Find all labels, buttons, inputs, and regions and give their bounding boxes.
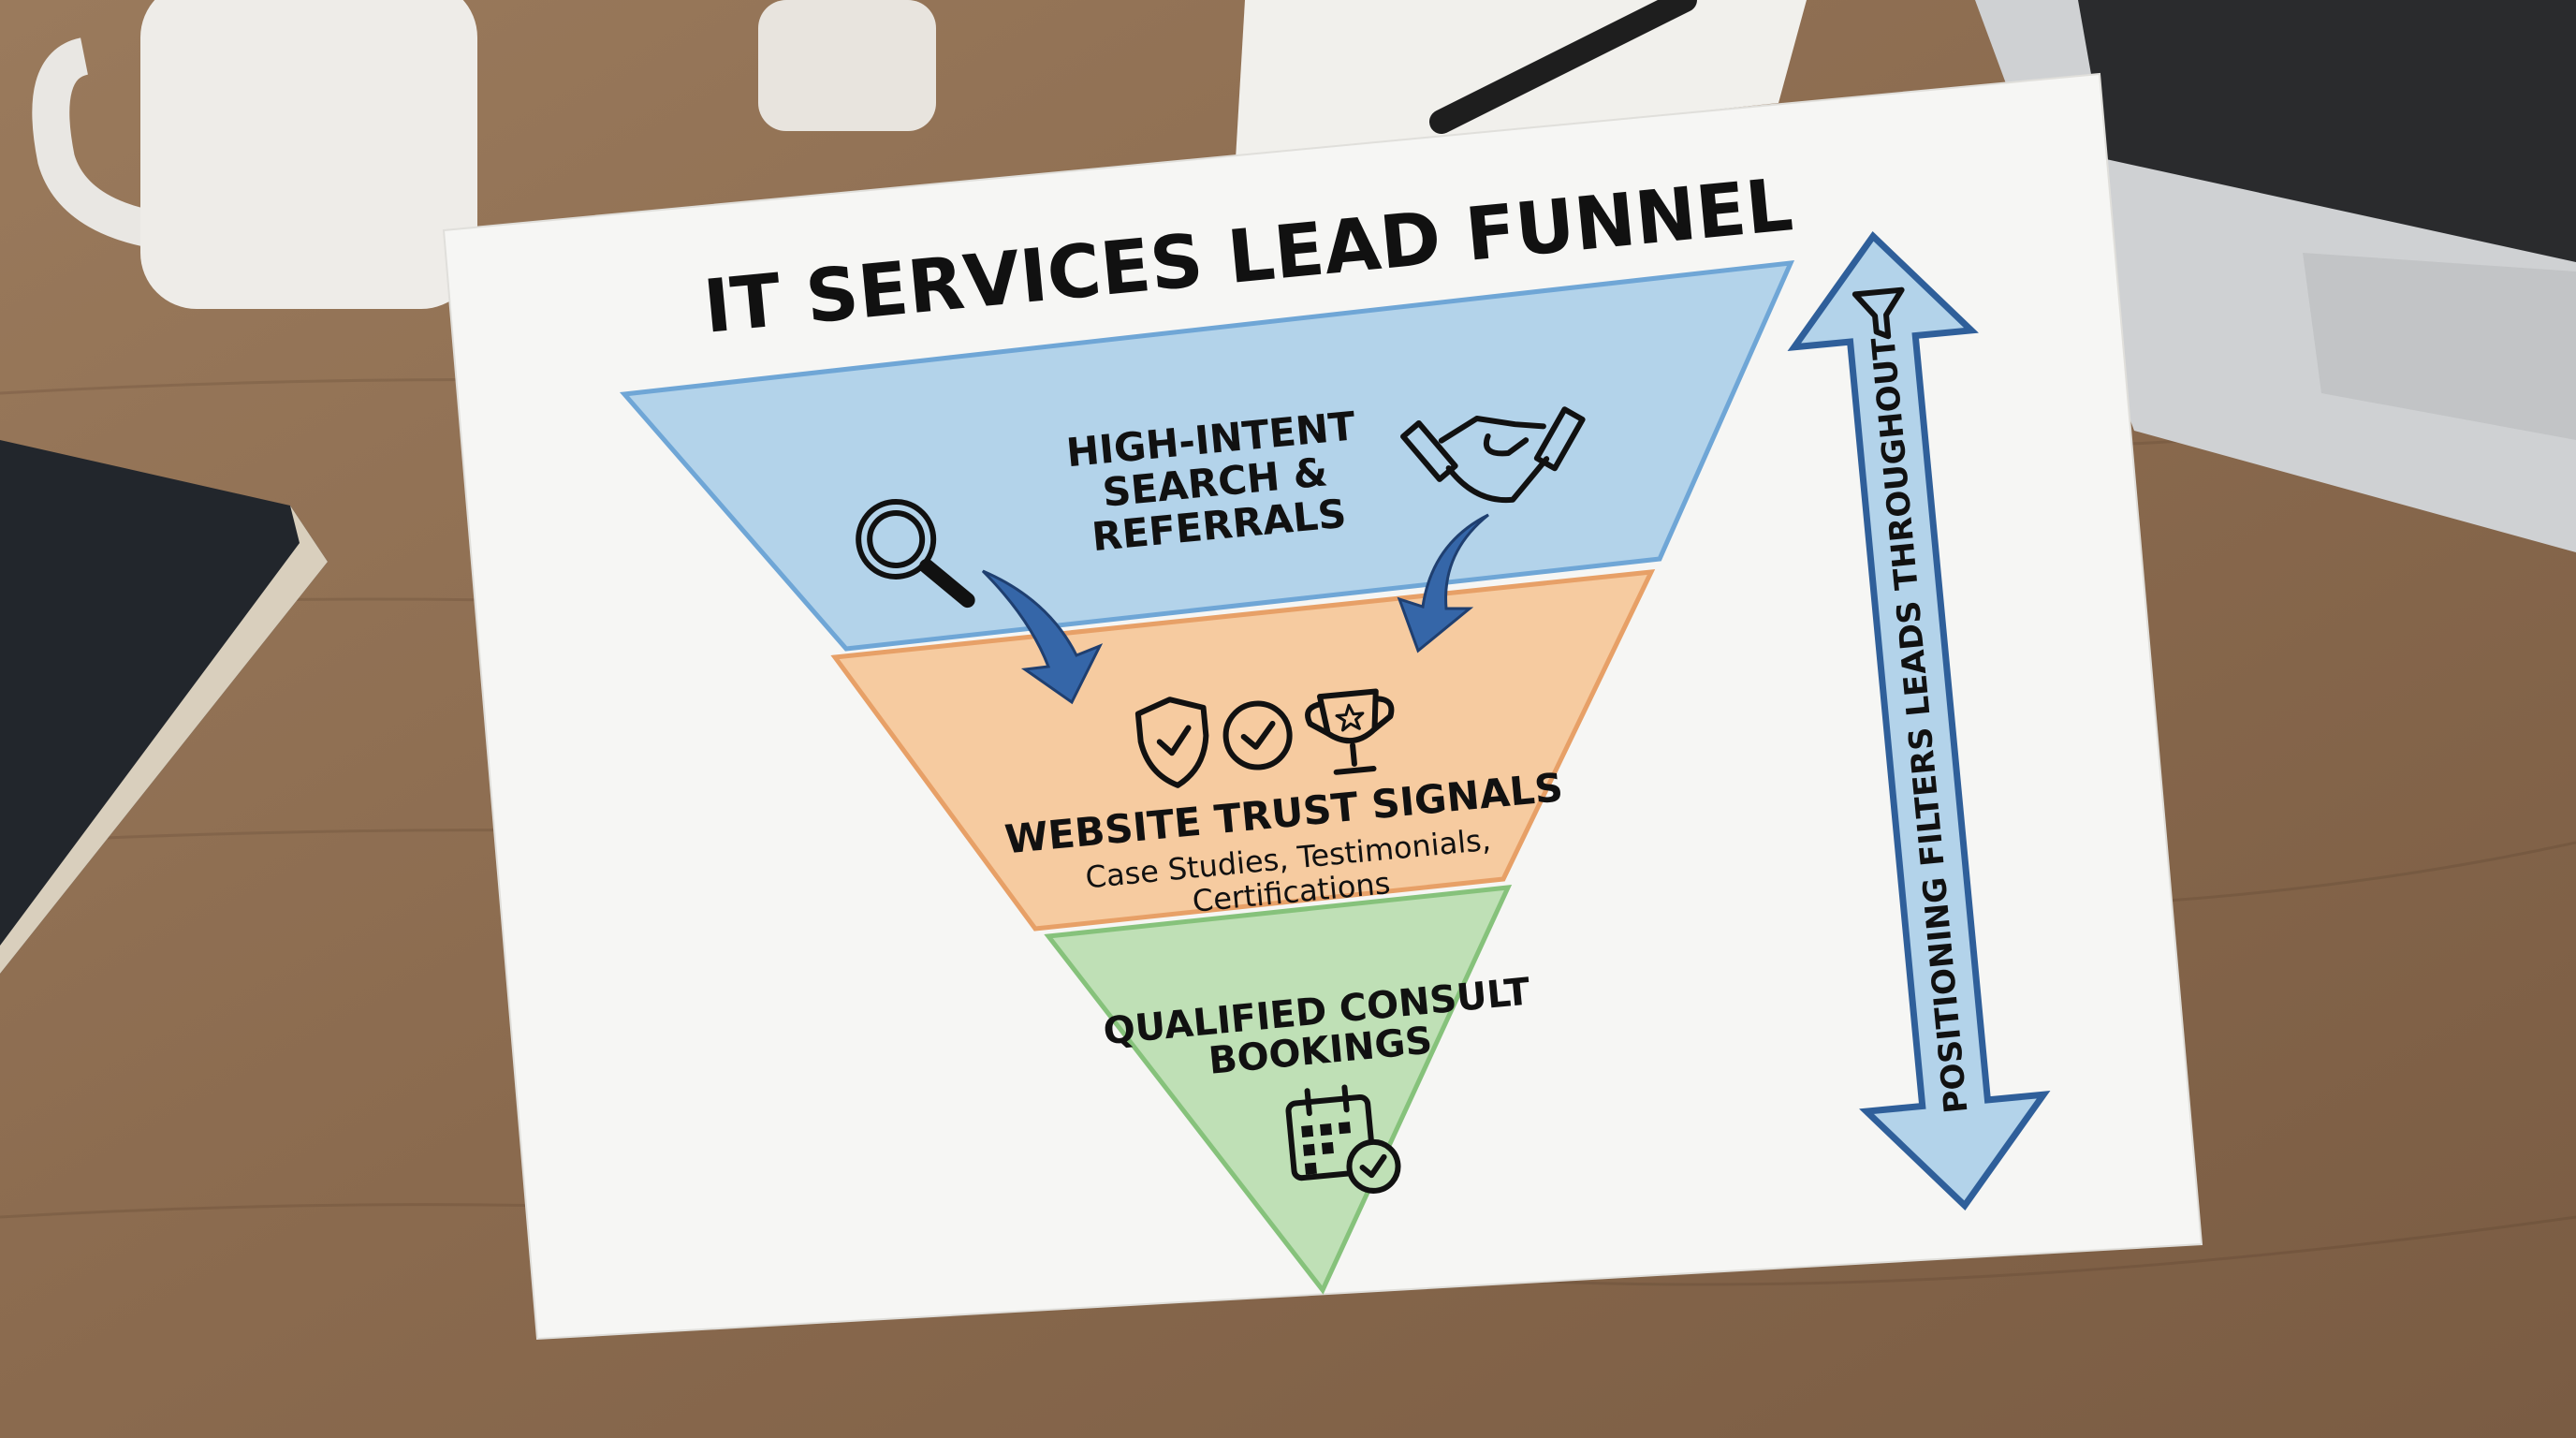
stage-2-band (830, 569, 1656, 932)
calendar-check-icon (1285, 1084, 1401, 1194)
funnel-icon (1852, 286, 1905, 340)
magnifier-icon (856, 498, 975, 609)
check-circle-icon (1222, 700, 1293, 770)
shield-check-icon (1134, 697, 1209, 788)
laptop (1975, 0, 2576, 552)
coffee-mug (32, 0, 936, 309)
stage-3-band (1044, 885, 1513, 1295)
trophy-icon (1305, 688, 1395, 775)
stage-1-label: HIGH-INTENT SEARCH & REFERRALS (1064, 403, 1357, 560)
flow-arrow-left (981, 569, 1104, 705)
flow-arrow-right (1397, 513, 1489, 653)
pen (1429, 0, 1697, 134)
cup (758, 0, 936, 131)
handshake-icon (1400, 406, 1586, 504)
